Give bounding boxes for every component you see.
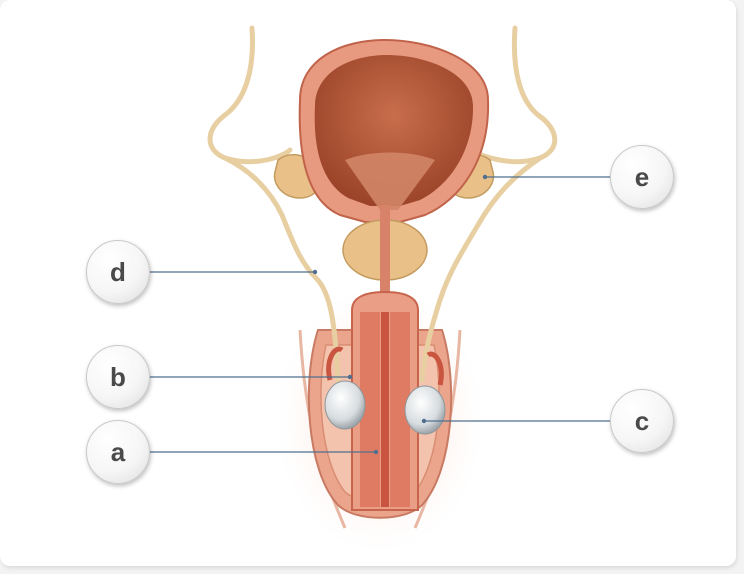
leader-dot-c xyxy=(422,419,426,423)
testis-right xyxy=(405,386,445,434)
label-badge-e: e xyxy=(610,145,674,209)
testis-left xyxy=(325,381,365,429)
leader-dot-a xyxy=(374,450,378,454)
leader-dot-d xyxy=(313,270,317,274)
label-badge-a: a xyxy=(86,420,150,484)
leader-dot-b xyxy=(348,375,352,379)
label-badge-c: c xyxy=(610,389,674,453)
figure-card: a b c d e xyxy=(0,0,736,566)
label-badge-b: b xyxy=(86,345,150,409)
label-badge-d: d xyxy=(86,240,150,304)
urethra-prostatic xyxy=(380,205,390,295)
urethra-spongy xyxy=(381,312,389,507)
leader-dot-e xyxy=(483,175,487,179)
